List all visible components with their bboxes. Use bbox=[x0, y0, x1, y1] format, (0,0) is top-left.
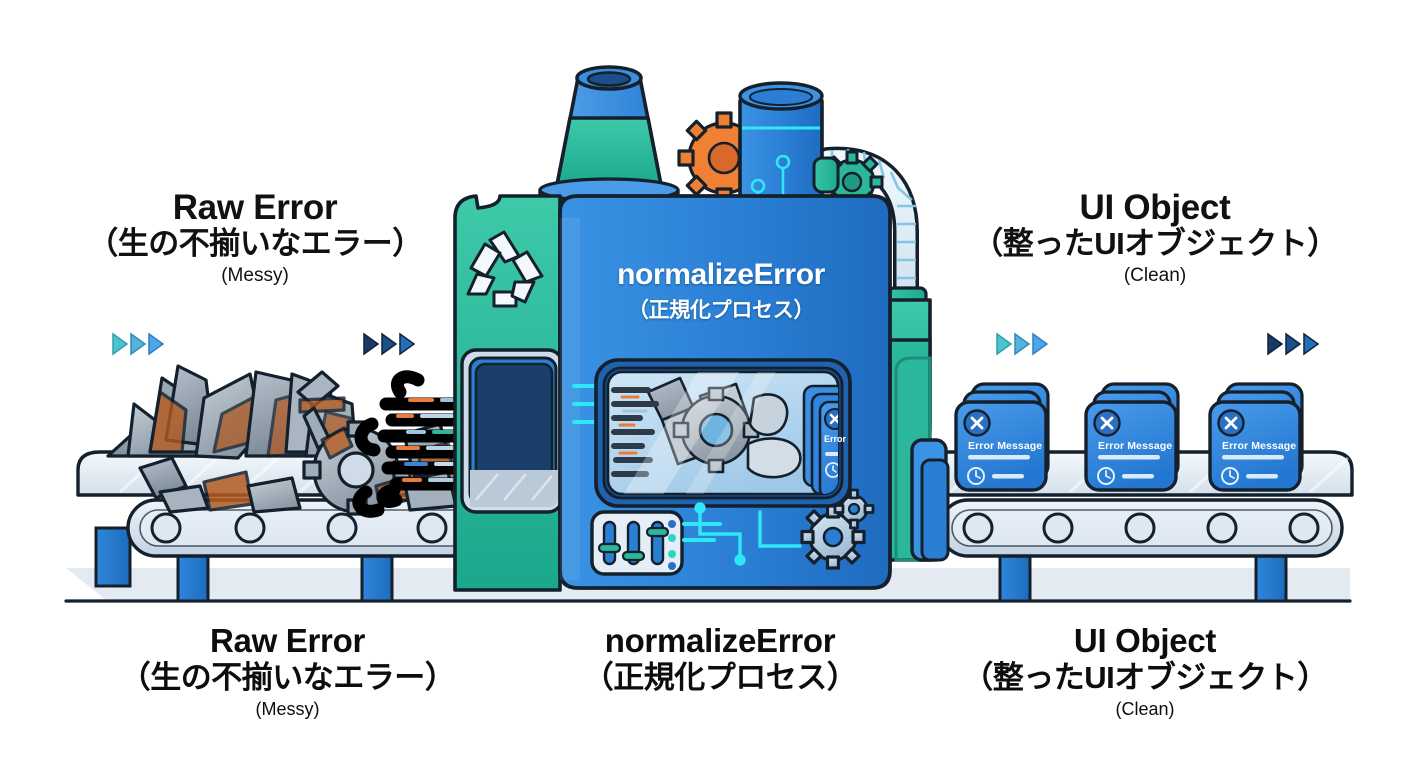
caption-process-en: normalizeError bbox=[604, 622, 836, 659]
machine-body-label: normalizeError （正規化プロセス） bbox=[556, 258, 886, 324]
machine-intake-panel bbox=[453, 194, 564, 592]
gear-icon-light-small bbox=[833, 488, 875, 530]
stage-heading-input: Raw Error （生の不揃いなエラー） (Messy) bbox=[55, 188, 455, 286]
output-card-title-3: Error Message bbox=[1222, 440, 1297, 452]
flow-arrows-left-1 bbox=[112, 332, 165, 356]
screen-card-title: Error bbox=[824, 434, 847, 444]
machine-body bbox=[558, 194, 892, 590]
caption-input-ja: （生の不揃いなエラー） bbox=[119, 659, 456, 695]
machine-body-label-ja: （正規化プロセス） bbox=[627, 299, 815, 322]
slider-3 bbox=[645, 520, 670, 566]
machine-body-label-en: normalizeError bbox=[617, 258, 825, 291]
caption-process: normalizeError （正規化プロセス） bbox=[520, 622, 920, 695]
flow-arrows-right-2 bbox=[1267, 332, 1320, 356]
stage-heading-input-en: Raw Error bbox=[172, 188, 338, 227]
caption-input-en: Raw Error bbox=[209, 622, 366, 659]
slider-1 bbox=[597, 520, 622, 566]
indicator-lights bbox=[668, 520, 676, 570]
output-card-stack-1 bbox=[954, 382, 1050, 492]
conveyor-right bbox=[928, 450, 1354, 603]
output-card bbox=[1084, 400, 1178, 492]
stage-heading-output-qualifier: (Clean) bbox=[1123, 264, 1187, 286]
output-card-title-2: Error Message bbox=[1098, 440, 1173, 452]
caption-output-en: UI Object bbox=[1073, 622, 1217, 659]
caption-output: UI Object （整ったUIオブジェクト） (Clean) bbox=[930, 622, 1360, 719]
flow-arrows-right-1 bbox=[996, 332, 1049, 356]
output-chute bbox=[874, 298, 950, 562]
output-card-stack-3 bbox=[1208, 382, 1304, 492]
output-card bbox=[1208, 400, 1302, 492]
stage-heading-input-qualifier: (Messy) bbox=[221, 264, 289, 286]
output-card-title-1: Error Message bbox=[968, 440, 1043, 452]
slider-control-panel bbox=[590, 510, 684, 576]
stage-heading-output-ja: （整ったUIオブジェクト） bbox=[972, 226, 1338, 262]
caption-output-ja: （整ったUIオブジェクト） bbox=[962, 659, 1328, 695]
output-card bbox=[954, 400, 1048, 492]
caption-process-ja: （正規化プロセス） bbox=[582, 659, 858, 695]
caption-input: Raw Error （生の不揃いなエラー） (Messy) bbox=[60, 622, 515, 719]
slider-2 bbox=[621, 520, 646, 566]
recycle-icon bbox=[466, 230, 544, 308]
stage-heading-input-ja: （生の不揃いなエラー） bbox=[87, 226, 423, 262]
caption-output-sub: (Clean) bbox=[1115, 698, 1175, 719]
stage-heading-output-en: UI Object bbox=[1079, 188, 1231, 227]
flow-arrows-left-2 bbox=[363, 332, 416, 356]
output-card-stack-2 bbox=[1084, 382, 1180, 492]
stage-heading-output: UI Object （整ったUIオブジェクト） (Clean) bbox=[960, 188, 1350, 286]
caption-input-sub: (Messy) bbox=[255, 698, 320, 719]
